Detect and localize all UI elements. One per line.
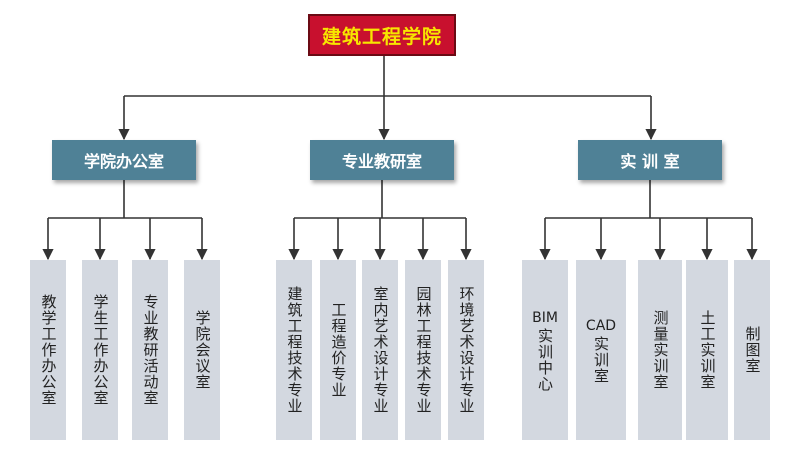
leaf-node: 环境艺术设计专业 xyxy=(448,260,484,440)
leaf-label: 学院会议室 xyxy=(193,310,212,390)
leaf-label: 制图室 xyxy=(743,326,762,374)
dept-node-teaching: 专业教研室 xyxy=(310,140,454,180)
leaf-label: 测量实训室 xyxy=(651,310,670,390)
leaf-label-prefix: CAD xyxy=(585,318,617,334)
dept-node-office: 学院办公室 xyxy=(52,140,196,180)
leaf-label-prefix: BIM xyxy=(532,310,558,326)
leaf-label: 环境艺术设计专业 xyxy=(457,286,476,414)
leaf-label: 实训室 xyxy=(591,336,610,384)
dept-label: 学院办公室 xyxy=(83,152,164,171)
leaf-label: 实训中心 xyxy=(536,328,554,392)
root-node: 建筑工程学院 xyxy=(308,14,456,56)
leaf-node: 学生工作办公室 xyxy=(82,260,118,440)
leaf-node: 测量实训室 xyxy=(638,260,682,440)
leaf-node: 制图室 xyxy=(734,260,770,440)
leaf-label: 园林工程技术专业 xyxy=(414,286,433,414)
leaf-node: 室内艺术设计专业 xyxy=(362,260,398,440)
leaf-label: 室内艺术设计专业 xyxy=(371,286,390,414)
leaf-node: 学院会议室 xyxy=(184,260,220,440)
leaf-node: 建筑工程技术专业 xyxy=(276,260,312,440)
root-label: 建筑工程学院 xyxy=(321,25,442,48)
leaf-node: 土工实训室 xyxy=(686,260,728,440)
leaf-label: 工程造价专业 xyxy=(329,302,348,398)
leaf-label: 建筑工程技术专业 xyxy=(285,286,304,414)
leaf-label: 教学工作办公室 xyxy=(39,294,58,406)
leaf-label-group: CAD 实训室 xyxy=(586,316,616,384)
dept-label: 实 训 室 xyxy=(620,152,680,171)
dept-node-training: 实 训 室 xyxy=(578,140,722,180)
leaf-label: 专业教研活动室 xyxy=(141,294,160,406)
leaf-node: 教学工作办公室 xyxy=(30,260,66,440)
leaf-node: 园林工程技术专业 xyxy=(405,260,441,440)
leaf-label: 土工实训室 xyxy=(698,310,717,390)
leaf-node: BIM 实训中心 xyxy=(522,260,568,440)
leaf-label-group: BIM 实训中心 xyxy=(532,308,558,392)
dept-label: 专业教研室 xyxy=(341,152,422,171)
leaf-node: CAD 实训室 xyxy=(576,260,626,440)
leaf-label: 学生工作办公室 xyxy=(91,294,110,406)
leaf-node: 工程造价专业 xyxy=(320,260,356,440)
leaf-node: 专业教研活动室 xyxy=(132,260,168,440)
